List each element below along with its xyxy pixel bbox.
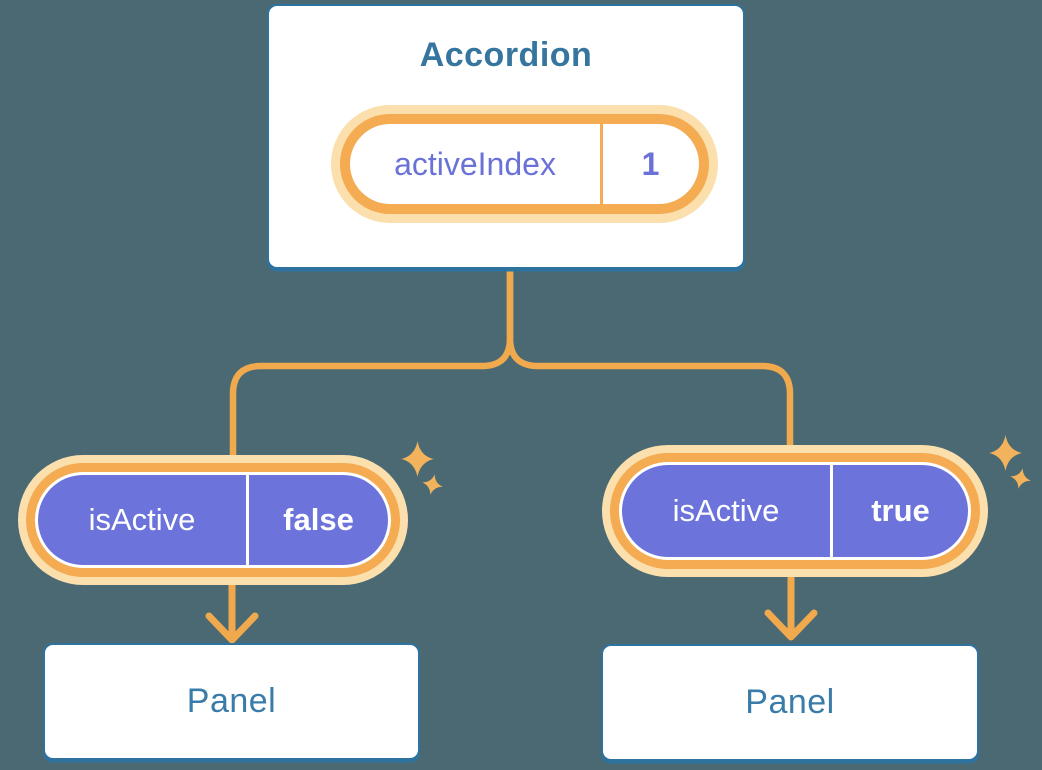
sparkle-icon	[401, 441, 434, 478]
arrow-right-head	[764, 609, 818, 641]
sparkle-icon	[1010, 468, 1031, 489]
state-pill-divider	[600, 124, 603, 204]
prop-pill-core: isActive false	[38, 475, 388, 565]
state-pill-ring: activeIndex 1	[340, 114, 709, 214]
sparkle-icon	[989, 435, 1022, 472]
prop-pill-isactive-left: isActive false	[18, 455, 408, 585]
panel-title: Panel	[745, 683, 835, 721]
prop-name-label: isActive	[672, 493, 780, 528]
prop-pill-glow: isActive true	[602, 445, 988, 577]
prop-pill-isactive-right: isActive true	[602, 445, 988, 577]
prop-pill-core: isActive true	[622, 465, 968, 557]
prop-pill-divider	[830, 465, 833, 557]
accordion-title: Accordion	[419, 36, 593, 74]
prop-pill-ring: isActive true	[610, 453, 980, 569]
prop-name-label: isActive	[88, 502, 196, 537]
branch-wire-left	[229, 264, 514, 462]
panel-title: Panel	[186, 682, 277, 720]
state-pill-activeindex: activeIndex 1	[331, 105, 718, 223]
branch-wire-right	[506, 264, 794, 454]
prop-pill-glow: isActive false	[18, 455, 408, 585]
prop-value-label: true	[871, 493, 930, 528]
prop-pill-divider	[246, 475, 249, 565]
arrow-left-head	[205, 612, 259, 644]
panel-component-box-left: Panel	[43, 643, 420, 760]
prop-value-label: false	[283, 502, 354, 537]
state-name-label: activeIndex	[394, 145, 556, 182]
state-pill-glow: activeIndex 1	[331, 105, 718, 223]
sparkle-icon	[422, 474, 443, 495]
prop-pill-ring: isActive false	[26, 463, 400, 577]
state-value-label: 1	[641, 145, 660, 182]
panel-component-box-right: Panel	[601, 644, 979, 761]
